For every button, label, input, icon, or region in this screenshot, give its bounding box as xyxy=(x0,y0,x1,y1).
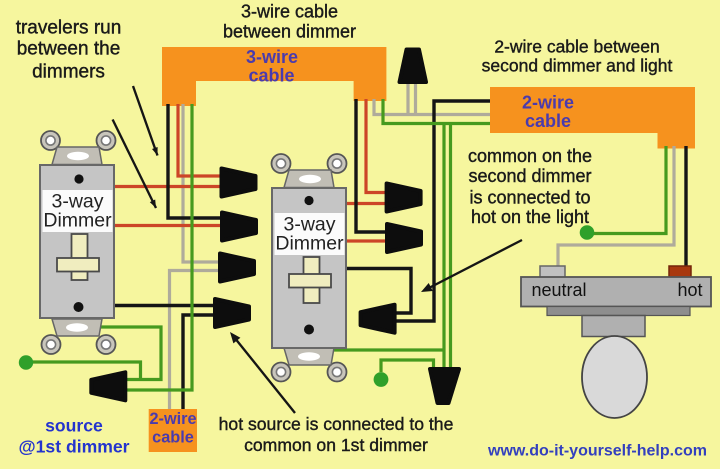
svg-text:between the: between the xyxy=(17,39,121,60)
svg-text:hot on the light: hot on the light xyxy=(471,207,589,227)
svg-text:3-wire cable: 3-wire cable xyxy=(241,2,338,22)
svg-text:cable: cable xyxy=(152,429,194,447)
svg-text:second dimmer and light: second dimmer and light xyxy=(482,56,673,76)
svg-text:is connected to: is connected to xyxy=(469,187,590,207)
svg-text:neutral: neutral xyxy=(531,280,586,300)
svg-text:@1st dimmer: @1st dimmer xyxy=(18,437,129,457)
svg-text:2-wire cable between: 2-wire cable between xyxy=(494,37,659,57)
svg-text:source: source xyxy=(45,416,103,436)
svg-text:travelers run: travelers run xyxy=(16,18,122,39)
svg-text:Dimmer: Dimmer xyxy=(275,233,344,255)
svg-text:2-wire: 2-wire xyxy=(522,93,574,113)
svg-text:hot source is connected to the: hot source is connected to the xyxy=(219,414,454,434)
svg-text:dimmers: dimmers xyxy=(32,62,105,83)
svg-text:between dimmer: between dimmer xyxy=(223,22,356,42)
svg-text:2-wire: 2-wire xyxy=(149,410,196,428)
svg-text:3-way: 3-way xyxy=(283,214,335,236)
svg-text:common on the: common on the xyxy=(468,146,592,166)
svg-text:cable: cable xyxy=(525,111,571,131)
svg-text:second dimmer: second dimmer xyxy=(468,166,591,186)
svg-text:hot: hot xyxy=(677,280,702,300)
svg-text:www.do-it-yourself-help.com: www.do-it-yourself-help.com xyxy=(487,443,707,460)
svg-text:common on 1st dimmer: common on 1st dimmer xyxy=(244,435,428,455)
svg-text:cable: cable xyxy=(248,66,294,86)
svg-text:3-wire: 3-wire xyxy=(246,47,298,67)
